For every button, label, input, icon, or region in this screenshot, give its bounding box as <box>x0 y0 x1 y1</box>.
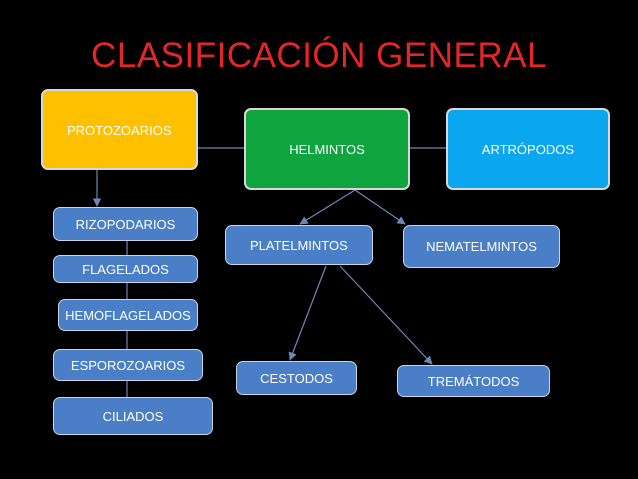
node-ciliados-label: CILIADOS <box>102 408 164 424</box>
node-cestodos-label: CESTODOS <box>260 370 333 386</box>
node-nematelmintos-label: NEMATELMINTOS <box>426 239 537 254</box>
node-helmintos-label: HELMINTOS <box>289 141 365 157</box>
node-ciliados: CILIADOS <box>53 397 213 435</box>
node-rizopodarios-label: RIZOPODARIOS <box>75 216 176 232</box>
arrow-plate-cestodos <box>288 265 327 361</box>
node-esporozoarios-label: ESPOROZOARIOS <box>70 357 186 373</box>
node-flagelados: FLAGELADOS <box>53 255 198 283</box>
node-hemoflagelados: HEMOFLAGELADOS <box>58 299 198 331</box>
page-title: CLASIFICACIÓN GENERAL <box>91 36 547 75</box>
node-protozoarios: PROTOZOARIOS <box>41 89 198 170</box>
node-helmintos: HELMINTOS <box>244 108 410 190</box>
arrow-plate-trematodos <box>339 265 433 365</box>
node-rizopodarios: RIZOPODARIOS <box>53 207 198 241</box>
node-platelmintos-label: PLATELMINTOS <box>250 237 348 253</box>
node-artropodos: ARTRÓPODOS <box>446 108 610 190</box>
node-trematodos-label: TREMÁTODOS <box>427 373 520 389</box>
node-hemoflagelados-label: HEMOFLAGELADOS <box>65 307 191 323</box>
arrow-helm-platelmintos <box>299 189 356 225</box>
node-trematodos: TREMÁTODOS <box>397 365 550 397</box>
node-protozoarios-label: PROTOZOARIOS <box>67 123 172 138</box>
node-esporozoarios: ESPOROZOARIOS <box>53 349 203 381</box>
arrow-helm-nematelmintos <box>354 189 406 225</box>
node-nematelmintos: NEMATELMINTOS <box>403 225 560 268</box>
node-cestodos: CESTODOS <box>236 361 357 395</box>
node-flagelados-label: FLAGELADOS <box>82 261 169 277</box>
node-artropodos-label: ARTRÓPODOS <box>481 141 574 157</box>
node-platelmintos: PLATELMINTOS <box>225 225 373 265</box>
